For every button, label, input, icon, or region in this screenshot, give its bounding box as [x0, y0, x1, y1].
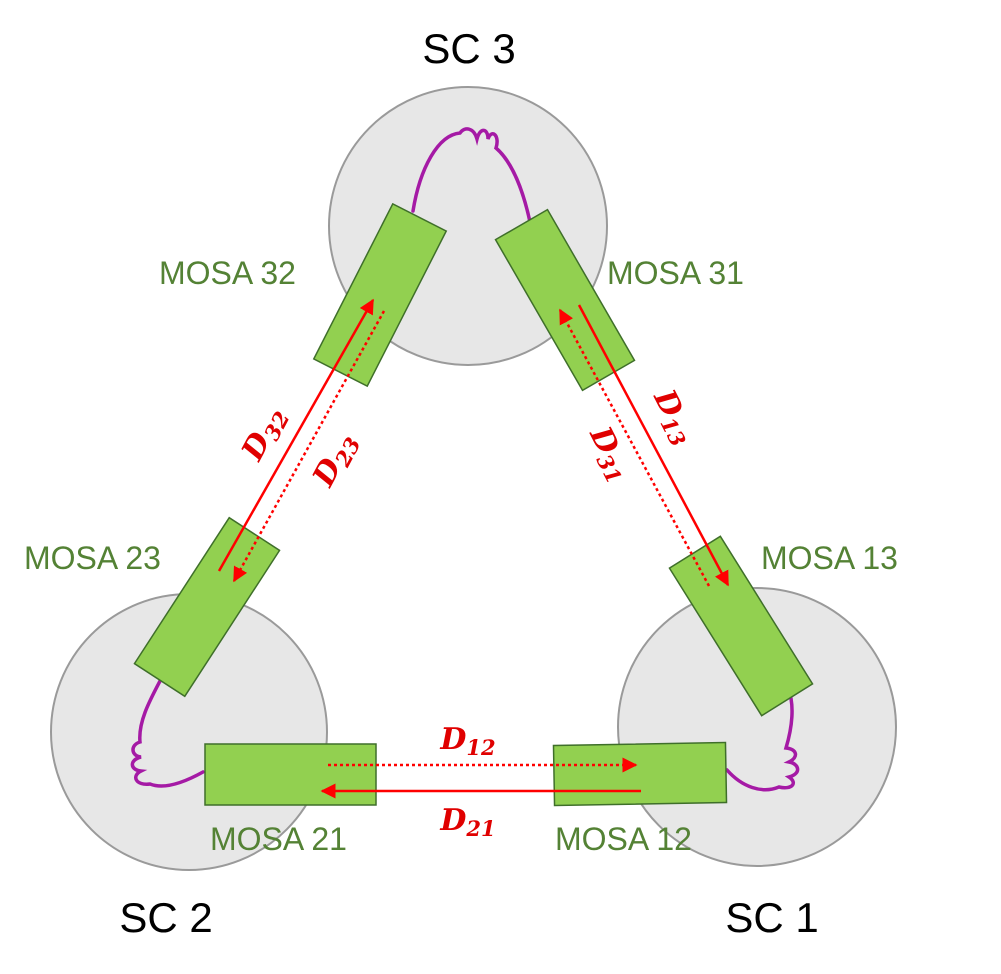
spacecraft-1-label: SC 1	[725, 894, 818, 941]
link-12-label: D12	[439, 722, 495, 760]
link-23-label: D23	[306, 427, 366, 495]
link-21-label: D21	[439, 803, 495, 841]
fiber-sc2	[130, 679, 205, 788]
fiber-sc3	[411, 127, 532, 224]
link-32-label: D32	[235, 401, 295, 469]
link-31-arrow	[558, 308, 711, 587]
link-31-label: D31	[579, 420, 638, 487]
mosa-12-bench	[552, 741, 728, 807]
fiber-sc1	[725, 686, 800, 792]
mosa-12-label: MOSA 12	[555, 821, 692, 857]
mosa-32-bench	[312, 202, 448, 388]
mosa-21-bench	[204, 743, 377, 806]
mosa-32-label: MOSA 32	[159, 255, 296, 291]
mosa-13-label: MOSA 13	[761, 540, 898, 576]
mosa-31-label: MOSA 31	[607, 255, 744, 291]
mosa-21-label: MOSA 21	[210, 821, 347, 857]
link-13-arrow	[577, 304, 730, 587]
mosa-23-label: MOSA 23	[24, 540, 161, 576]
link-32-arrow	[217, 298, 375, 572]
spacecraft-3-label: SC 3	[422, 25, 515, 72]
spacecraft-2-label: SC 2	[119, 894, 212, 941]
